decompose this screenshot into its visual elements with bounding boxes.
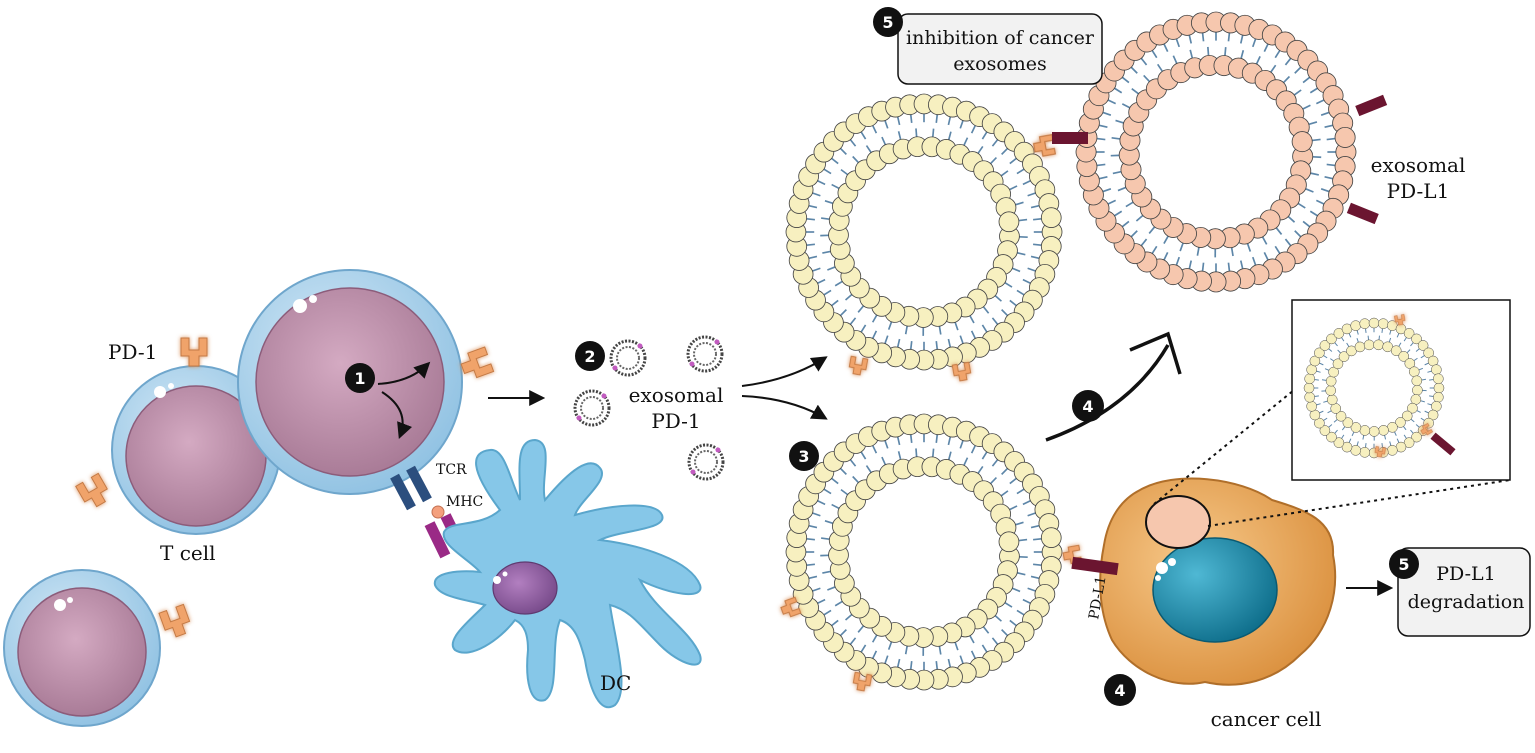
step-badge-1: 1 <box>345 363 375 393</box>
small-exosome <box>686 335 724 373</box>
inhibition-box <box>897 13 1103 85</box>
large-exosome-group <box>785 11 1357 691</box>
pd1-label: PD-1 <box>108 340 157 364</box>
exosomal-pdl1-label-line2: PD-L1 <box>1387 179 1450 203</box>
degradation-box-line2: degradation <box>1408 591 1525 613</box>
exosome-pd1-upper <box>785 93 1063 371</box>
budding-exosome <box>1145 495 1211 549</box>
step-badge-5: 5 <box>873 7 903 37</box>
pd1-receptor-icon <box>75 472 113 512</box>
pd1-receptor-icon <box>158 603 194 641</box>
pdl1-label: PD-L1 <box>1086 575 1109 621</box>
mhc-label: MHC <box>446 494 483 510</box>
pdl1-ligand <box>1071 556 1119 576</box>
svg-text:2: 2 <box>584 347 595 366</box>
pd1-receptor-icon <box>847 355 869 377</box>
inhibition-box-line1: inhibition of cancer <box>906 27 1095 49</box>
pdl1-ligand <box>1430 432 1456 456</box>
dc-label: DC <box>600 671 631 695</box>
arrow-to-lower-exosome <box>741 395 828 420</box>
exosomal-pd1-label-line2: PD-1 <box>651 409 700 433</box>
pdl1-ligand <box>1052 132 1088 144</box>
step-badge-4: 4 <box>1072 390 1104 422</box>
antigen-dot <box>431 505 445 519</box>
t-cell-label: T cell <box>160 541 216 565</box>
step4-curved-arrow <box>1045 344 1170 442</box>
svg-text:3: 3 <box>798 447 809 466</box>
inset-exosome <box>1303 317 1445 459</box>
step-badge-4: 4 <box>1104 674 1136 706</box>
tcr-receptor <box>390 465 432 511</box>
small-exosome <box>687 443 725 481</box>
svg-text:5: 5 <box>1398 555 1409 574</box>
tcr-label: TCR <box>436 462 467 478</box>
step1-curved-arrow <box>381 391 413 439</box>
dendritic-cell <box>433 438 702 709</box>
step-badge-2: 2 <box>575 341 605 371</box>
cancer-cell <box>1099 477 1337 686</box>
step1-curved-arrow <box>377 361 431 385</box>
step-badge-3: 3 <box>789 441 819 471</box>
exosome-pd1-lower <box>785 413 1063 691</box>
small-exosome-group <box>573 335 725 481</box>
arrow-to-upper-exosome <box>741 356 828 387</box>
svg-text:1: 1 <box>354 369 365 388</box>
zoom-dotted-line <box>1207 479 1511 527</box>
step4-arrow-head <box>1129 331 1182 375</box>
zoom-dotted-line <box>1153 389 1295 505</box>
svg-text:4: 4 <box>1114 681 1125 700</box>
pd1-receptor-icon <box>457 346 495 382</box>
inhibition-box-line2: exosomes <box>953 53 1047 75</box>
degradation-box-line1: PD-L1 <box>1436 563 1496 585</box>
inset-exosome-bilayer <box>1303 317 1445 459</box>
exosome-pdl1-cancer <box>1075 11 1357 293</box>
pd1-receptor-icon <box>1032 134 1056 158</box>
svg-text:4: 4 <box>1082 397 1093 416</box>
step-badge-5: 5 <box>1389 549 1419 579</box>
pd1-receptor-icon <box>180 337 208 367</box>
exosomal-pdl1-label-line1: exosomal <box>1371 153 1466 177</box>
exosomal-pd1-label-line1: exosomal <box>629 383 724 407</box>
small-exosome <box>609 339 647 377</box>
small-exosome <box>573 389 611 427</box>
svg-text:5: 5 <box>882 13 893 32</box>
degradation-box <box>1397 547 1531 637</box>
pdl1-ligand <box>1355 94 1388 117</box>
cancer-cell-label: cancer cell <box>1211 707 1322 731</box>
t-cell-bottom-left <box>3 569 161 727</box>
pd1-receptor-icon <box>951 361 973 383</box>
pdl1-ligand <box>1346 202 1379 225</box>
